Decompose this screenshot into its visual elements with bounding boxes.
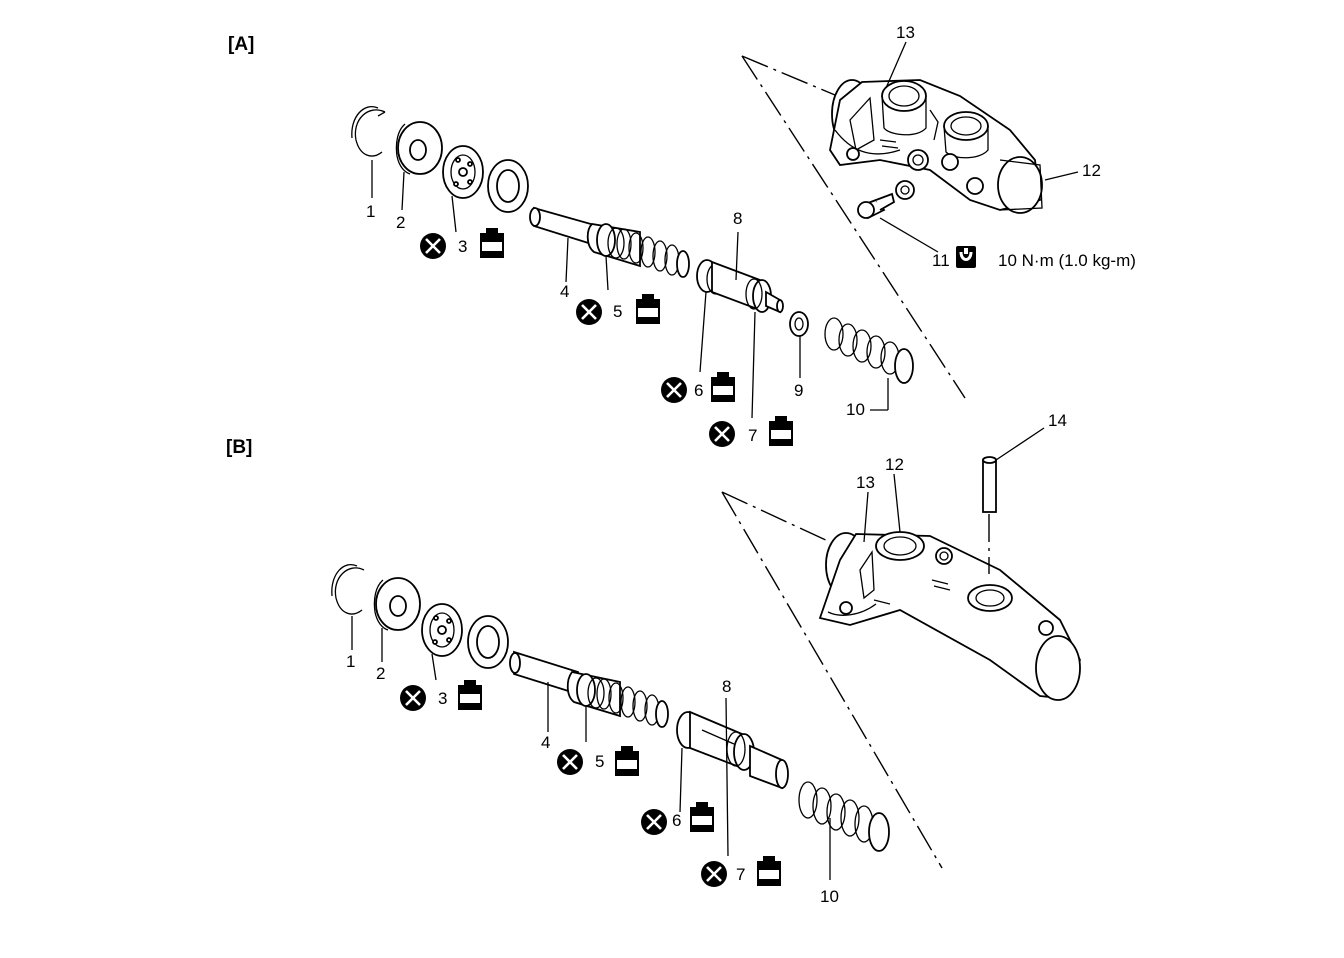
replace-icon-a6 [659,375,689,405]
part-label-a5: 5 [613,302,622,321]
seal-b [421,603,463,657]
part-label-b13: 13 [856,473,875,492]
axis-line-a1 [741,55,836,96]
part-label-b2: 2 [376,664,385,683]
part-label-a7: 7 [748,426,757,445]
seal-a [442,145,484,199]
axis-line-b2 [721,491,943,869]
fluid-icon-b7: FLD [757,856,781,886]
fluid-icon-b3: FLD [458,680,482,710]
pin-b [982,456,997,574]
part-label-b5: 5 [595,752,604,771]
primary-spring-a [616,228,690,278]
replace-icon-a7 [707,419,737,449]
primary-piston-b [509,650,621,718]
replace-icon-b5 [555,747,585,777]
svg-text:FLD: FLD [694,819,708,826]
fluid-icon-b5: FLD [615,746,639,776]
part-label-b7: 7 [736,865,745,884]
part-label-a13: 13 [896,23,915,42]
replace-icon-b3 [398,683,428,713]
part-label-b3: 3 [438,689,447,708]
snap-ring-a [351,106,386,157]
part-label-b12: 12 [885,455,904,474]
replace-icon-a5 [574,297,604,327]
section-b [331,427,1082,880]
part-label-b1: 1 [346,652,355,671]
secondary-piston-a [696,259,784,314]
svg-text:FLD: FLD [761,873,775,880]
svg-text:FLD: FLD [715,389,729,396]
part-label-a12: 12 [1082,161,1101,180]
part-label-b4: 4 [541,733,550,752]
svg-text:FLD: FLD [484,245,498,252]
part-label-a11: 11 [932,251,950,270]
part-label-b10: 10 [820,887,839,906]
washer-a [395,121,443,175]
cylinder-body-b [818,531,1082,701]
fluid-icon-a3: FLD [480,228,504,258]
spacer-b [467,615,509,669]
svg-text:FLD: FLD [773,433,787,440]
secondary-spring-b [798,781,890,852]
washer-b [373,577,421,631]
part-label-a2: 2 [396,213,405,232]
replace-icon-b7 [699,859,729,889]
torque-icon-a11 [954,244,978,270]
replace-icon-b6 [639,807,669,837]
svg-text:FLD: FLD [640,311,654,318]
part-label-a4: 4 [560,282,569,301]
part-label-a10: 10 [846,400,865,419]
fluid-icon-a7: FLD [769,416,793,446]
svg-text:FLD: FLD [619,763,633,770]
part-label-a1: 1 [366,202,375,221]
part-label-a6: 6 [694,381,703,400]
svg-text:FLD: FLD [462,697,476,704]
stopper-bolt-a [857,180,915,220]
replace-icon-a3 [418,231,448,261]
part-label-b8: 8 [722,677,731,696]
part-label-b14: 14 [1048,411,1067,430]
spacer-a [487,159,529,213]
fluid-icon-a5: FLD [636,294,660,324]
primary-spring-b [596,678,669,728]
section-a-label: [A] [228,34,254,55]
secondary-spring-a [824,317,914,384]
primary-piston-a [529,206,641,268]
axis-line-b1 [721,491,831,543]
secondary-piston-b [676,710,789,790]
cylinder-body-a [829,79,1043,214]
fluid-icon-a6: FLD [711,372,735,402]
torque-spec: 10 N·m (1.0 kg-m) [998,251,1136,270]
section-b-label: [B] [226,437,252,458]
snap-ring-b [331,564,365,615]
axis-line-a2 [741,55,966,399]
cup-seal-a [789,311,809,337]
part-label-a8: 8 [733,209,742,228]
fluid-icon-b6: FLD [690,802,714,832]
part-label-b6: 6 [672,811,681,830]
part-label-a3: 3 [458,237,467,256]
section-a [351,41,1079,419]
part-label-a9: 9 [794,381,803,400]
